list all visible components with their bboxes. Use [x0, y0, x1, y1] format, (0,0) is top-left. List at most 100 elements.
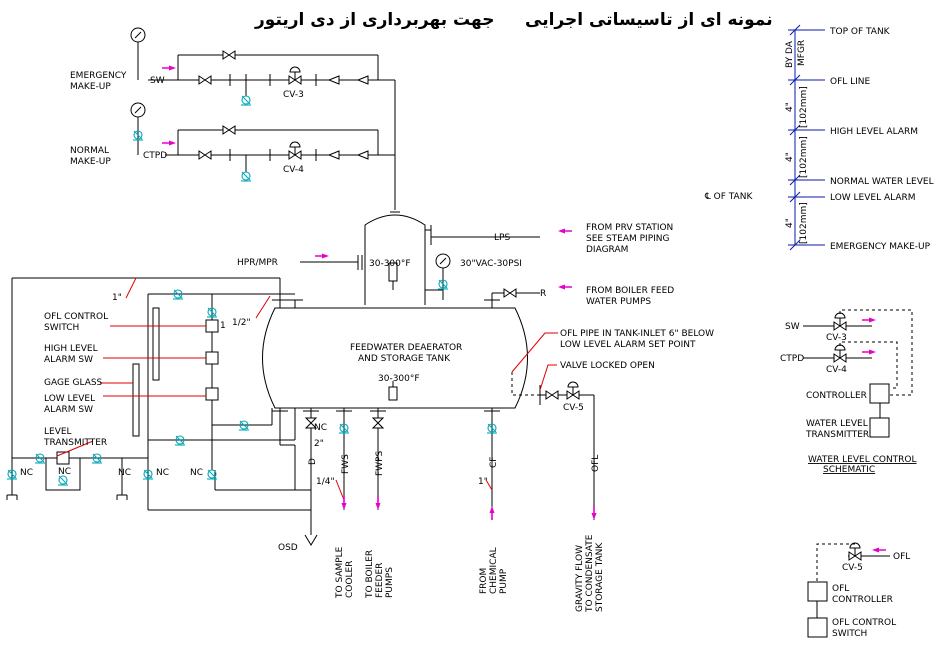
ofl-switch-2: SWITCH: [44, 323, 79, 333]
level-transmitter-2: TRANSMITTER: [43, 438, 107, 448]
dim-3: 4": [785, 218, 795, 228]
schem-ofl-sw-2: SWITCH: [832, 629, 867, 639]
nc-5: NC: [190, 468, 203, 478]
from-chem-2: CHEMICAL: [489, 547, 499, 594]
fws-label: FWS: [341, 454, 351, 474]
dim-1: 4": [785, 102, 795, 112]
from-prv-2: SEE STEAM PIPING: [586, 234, 670, 244]
normal-makeup-label-2: MAKE-UP: [70, 157, 111, 167]
sw-label: SW: [150, 76, 165, 86]
schem-cv4: CV-4: [826, 365, 847, 375]
lps-label: LPS: [494, 233, 510, 243]
normal-makeup-label-1: NORMAL: [70, 146, 109, 156]
ofl-note-1: OFL PIPE IN TANK-INLET 6" BELOW: [560, 329, 714, 339]
gage-glass-label: GAGE GLASS: [44, 378, 103, 388]
by-da-label: BY DA: [785, 40, 795, 68]
schem-ofl-sw-1: OFL CONTROL: [832, 618, 896, 628]
valve-locked-label: VALVE LOCKED OPEN: [560, 361, 655, 371]
dim-mm-2: [102mm]: [799, 136, 809, 178]
from-prv-1: FROM PRV STATION: [586, 223, 673, 233]
osd-label: OSD: [278, 543, 298, 553]
to-boiler-3: PUMPS: [385, 567, 395, 598]
dome-temp-label: 30-300°F: [369, 259, 411, 269]
tank-temp-label: 30-300°F: [378, 374, 420, 384]
level-control-assembly: 1: [6, 277, 296, 500]
storage-tank: [262, 284, 595, 520]
quarter-inch-label: 1/4": [316, 477, 335, 487]
from-prv-3: DIAGRAM: [586, 245, 628, 255]
schem-sw: SW: [785, 322, 800, 332]
nc-2: NC: [58, 467, 71, 477]
mfgr-label: MFGR: [797, 40, 807, 66]
to-sample-2: COOLER: [345, 561, 355, 598]
schem-wlt-1: WATER LEVEL: [806, 419, 868, 429]
cv3-label: CV-3: [283, 90, 304, 100]
level-ofl: OFL LINE: [830, 77, 871, 87]
fwps-label: FWPS: [375, 450, 385, 476]
level-high: HIGH LEVEL ALARM: [830, 127, 918, 137]
tank-name-1: FEEDWATER DEAERATOR: [350, 343, 462, 353]
deaerator-dome: [300, 211, 572, 305]
schem-cv5: CV-5: [842, 563, 863, 573]
one-inch-cf-label: 1": [478, 477, 488, 487]
schem-title-2: SCHEMATIC: [823, 465, 875, 475]
nc-4: NC: [156, 468, 169, 478]
cv5-label: CV-5: [563, 403, 584, 413]
gravity-1: GRAVITY FLOW: [575, 545, 585, 612]
schem-ofl: OFL: [893, 552, 910, 562]
high-alarm-1: HIGH LEVEL: [44, 344, 98, 354]
nc-bottom-label: NC: [314, 423, 327, 433]
half-inch-label: 1/2": [232, 318, 251, 328]
to-boiler-2: FEEDER: [375, 563, 385, 598]
one-inch-top-label: 1": [112, 293, 122, 303]
drain-lines: [147, 444, 318, 546]
level-top: TOP OF TANK: [829, 27, 891, 37]
low-alarm-1: LOW LEVEL: [44, 394, 95, 404]
r-label: R: [540, 289, 546, 299]
high-alarm-2: ALARM SW: [44, 355, 93, 365]
dim-mm-1: [102mm]: [799, 86, 809, 128]
d-label: D: [308, 458, 318, 465]
level-scale: [788, 24, 825, 251]
water-level-control-schematic: [803, 309, 913, 438]
schem-cv3: CV-3: [826, 333, 847, 343]
emergency-makeup-label-2: MAKE-UP: [70, 82, 111, 92]
schem-ofl-ctrl-1: OFL: [832, 584, 849, 594]
level-emergency: EMERGENCY MAKE-UP: [830, 242, 931, 252]
title-left: جهت بهربرداری از دی اریتور: [254, 10, 495, 30]
from-boiler-1: FROM BOILER FEED: [586, 286, 674, 296]
schem-ctpd: CTPD: [780, 354, 804, 364]
pressure-gauge-label: 30"VAC-30PSI: [460, 259, 522, 269]
level-normal: NORMAL WATER LEVEL: [830, 177, 934, 187]
two-inch-label: 2": [314, 439, 324, 449]
ctpd-label: CTPD: [143, 151, 167, 161]
dim-2: 4": [785, 152, 795, 162]
gravity-3: STORAGE TANK: [595, 542, 605, 612]
ofl-vert-label: OFL: [591, 455, 601, 472]
from-chem-3: PUMP: [499, 568, 509, 594]
nc-1: NC: [20, 468, 33, 478]
hpr-mpr-label: HPR/MPR: [237, 258, 278, 268]
to-sample-1: TO SAMPLE: [335, 546, 345, 599]
schem-wlt-2: TRANSMITTER: [805, 430, 869, 440]
dim-mm-3: [102mm]: [799, 202, 809, 244]
cf-label: CF: [489, 457, 499, 468]
title-right: نمونه ای از تاسیساتی اجرایی: [525, 10, 773, 30]
level-transmitter-1: LEVEL: [44, 427, 72, 437]
ofl-control-schematic: [807, 542, 890, 638]
nc-3: NC: [118, 468, 131, 478]
normal-makeup-line: [130, 102, 395, 182]
ofl-note-2: LOW LEVEL ALARM SET POINT: [560, 340, 696, 350]
ofl-switch-1: OFL CONTROL: [44, 312, 108, 322]
schem-title-1: WATER LEVEL CONTROL: [808, 455, 917, 465]
level-low: LOW LEVEL ALARM: [830, 193, 916, 203]
emergency-makeup-label-1: EMERGENCY: [70, 71, 127, 81]
low-alarm-2: ALARM SW: [44, 405, 93, 415]
to-boiler-1: TO BOILER: [365, 550, 375, 599]
switch-1-num: 1: [220, 321, 226, 331]
from-boiler-2: WATER PUMPS: [586, 297, 651, 307]
from-chem-1: FROM: [479, 568, 489, 594]
gravity-2: TO CONDENSATE: [585, 534, 595, 613]
